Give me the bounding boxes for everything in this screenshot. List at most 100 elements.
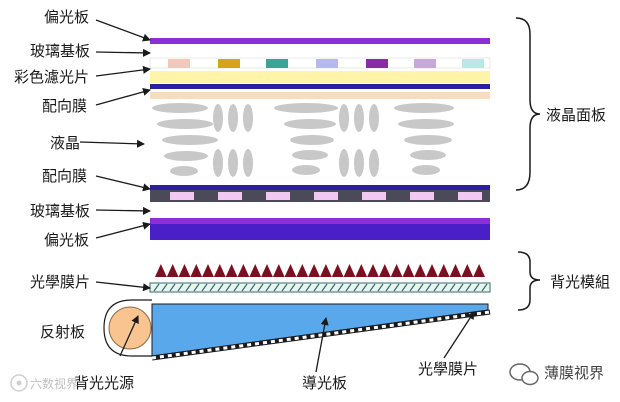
watermark-right: 薄膜视界	[544, 364, 604, 382]
tft-pixel	[266, 192, 290, 200]
lc-molecule	[228, 104, 238, 132]
alignment-top-bar	[150, 84, 490, 89]
diffuser-stripe	[225, 283, 232, 292]
lc-molecule	[398, 119, 454, 129]
label-lcd-panel: 液晶面板	[546, 106, 606, 124]
brace-lcd-panel	[515, 17, 541, 191]
diffuser-stripe	[161, 283, 168, 292]
diffuser-stripe	[409, 283, 416, 292]
diffuser-stripe	[305, 283, 312, 292]
diffuser-stripe	[265, 283, 272, 292]
lc-molecule	[410, 150, 446, 160]
lc-molecule	[284, 119, 336, 129]
lc-molecule	[162, 135, 218, 145]
diffuser-stripe	[481, 283, 488, 292]
lc-molecule	[274, 103, 338, 113]
diffuser-stripe	[345, 283, 352, 292]
glass-substrate-top-layer	[149, 57, 491, 69]
lc-molecule	[213, 149, 223, 177]
label-light-guide: 導光板	[302, 374, 347, 392]
lc-molecule	[243, 149, 253, 177]
lc-molecule	[292, 150, 328, 160]
diffuser-stripe	[281, 283, 288, 292]
color-cell	[462, 59, 484, 68]
diffuser-stripe	[401, 283, 408, 292]
diffuser-stripe	[377, 283, 384, 292]
brace-backlight	[517, 251, 541, 311]
color-filter-bar	[150, 71, 490, 83]
color-cell	[168, 59, 190, 68]
lc-molecule	[164, 151, 208, 161]
lc-molecule	[339, 149, 349, 177]
polarizer-top-layer	[150, 38, 490, 44]
diffuser-stripe	[353, 283, 360, 292]
diffuser-stripe	[465, 283, 472, 292]
leader-arrows	[79, 19, 475, 373]
polarizer-bottom-layer	[150, 218, 490, 240]
light-source-lamp	[108, 306, 152, 350]
diffuser-stripe	[441, 283, 448, 292]
lc-molecule	[228, 149, 238, 177]
label-light-source: 背光光源	[74, 374, 134, 392]
label-color-filter: 彩色濾光片	[14, 68, 89, 86]
backlight-module	[103, 299, 491, 361]
lc-molecule	[354, 149, 364, 177]
watermark-left-icon	[10, 374, 28, 392]
diffuser-stripe	[361, 283, 368, 292]
prism-film-layer	[155, 264, 485, 277]
label-liquid-crystal: 液晶	[50, 134, 80, 152]
tft-pixel	[458, 192, 482, 200]
color-cell	[218, 59, 240, 68]
label-polarizer-top: 偏光板	[44, 8, 89, 26]
tft-pixel	[314, 192, 338, 200]
lc-molecule	[243, 104, 253, 132]
liquid-crystal-molecules	[152, 103, 454, 177]
diffuser-stripe	[393, 283, 400, 292]
lc-molecule	[157, 119, 213, 129]
color-cell	[316, 59, 338, 68]
lc-molecule	[369, 104, 379, 132]
color-cell	[366, 59, 388, 68]
diffuser-stripe	[473, 283, 480, 292]
diffuser-stripe	[449, 283, 456, 292]
lc-molecule	[213, 104, 223, 132]
label-alignment-bottom: 配向膜	[42, 167, 87, 185]
wechat-icon	[509, 363, 539, 386]
diffuser-stripe	[457, 283, 464, 292]
lc-molecule	[354, 104, 364, 132]
tft-pixel	[218, 192, 242, 200]
label-polarizer-bottom: 偏光板	[44, 231, 89, 249]
lc-molecule	[152, 103, 208, 113]
lc-molecule	[339, 104, 349, 132]
lc-molecule	[394, 103, 454, 113]
tft-pixel	[410, 192, 434, 200]
reflector-curve	[103, 299, 152, 357]
diffuser-stripe	[273, 283, 280, 292]
lc-molecule	[170, 166, 198, 176]
lc-molecule	[369, 149, 379, 177]
color-filter-layer	[150, 71, 490, 99]
label-glass-bottom: 玻璃基板	[30, 202, 90, 220]
glass-substrate-bottom-layer	[150, 185, 490, 202]
diffuser-film-layer	[149, 282, 491, 293]
label-optical-film-right: 光學膜片	[418, 360, 478, 378]
color-cell	[266, 59, 288, 68]
diffuser-stripe	[257, 283, 264, 292]
diffuser-stripe	[217, 283, 224, 292]
polarizer-bottom-thin-bar	[150, 218, 490, 224]
diffuser-stripe	[297, 283, 304, 292]
label-optical-film: 光學膜片	[30, 273, 90, 291]
diffuser-stripe	[201, 283, 208, 292]
diffuser-stripe	[153, 283, 160, 292]
diffuser-stripe	[313, 283, 320, 292]
bottom-film-dashes	[151, 310, 491, 360]
label-glass-top: 玻璃基板	[30, 42, 90, 60]
tft-pixel	[170, 192, 194, 200]
diffuser-stripe	[425, 283, 432, 292]
diffuser-stripe	[417, 283, 424, 292]
polarizer-top-bar	[150, 38, 490, 44]
label-reflector: 反射板	[40, 323, 85, 341]
lc-molecule	[290, 135, 334, 145]
color-cell	[414, 59, 436, 68]
